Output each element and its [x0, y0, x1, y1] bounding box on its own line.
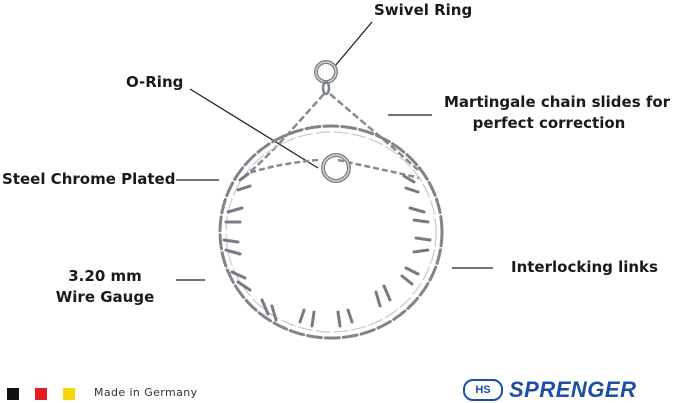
o-ring-leader: [189, 88, 319, 169]
brand-name: SPRENGER: [509, 377, 637, 402]
hs-badge: HS: [463, 379, 503, 401]
interlocking-links-label: Interlocking links: [511, 258, 658, 276]
swivel-ring-leader: [334, 21, 373, 67]
flag-square-black: [7, 388, 19, 400]
o-ring: [321, 153, 351, 183]
martingale-label-line2: perfect correction: [472, 114, 626, 132]
prong-collar-links: [218, 124, 444, 340]
flag-square-gold: [63, 388, 75, 400]
wire-gauge-line1: 3.20 mm: [68, 267, 142, 285]
martingale-chain: [245, 93, 421, 180]
o-ring-label: O-Ring: [126, 73, 184, 91]
wire-gauge-line2: Wire Gauge: [55, 288, 155, 306]
wire-gauge-label: 3.20 mm Wire Gauge: [40, 266, 170, 308]
swivel-ring: [314, 60, 338, 96]
steel-chrome-label: Steel Chrome Plated: [2, 170, 176, 188]
martingale-label-line1: Martingale chain slides for: [444, 93, 671, 111]
collar-prongs: [222, 172, 432, 328]
flag-square-red: [35, 388, 47, 400]
made-in-germany-text: Made in Germany: [94, 386, 198, 399]
swivel-ring-label: Swivel Ring: [374, 1, 473, 19]
martingale-chain-label: Martingale chain slides for perfect corr…: [444, 92, 671, 134]
